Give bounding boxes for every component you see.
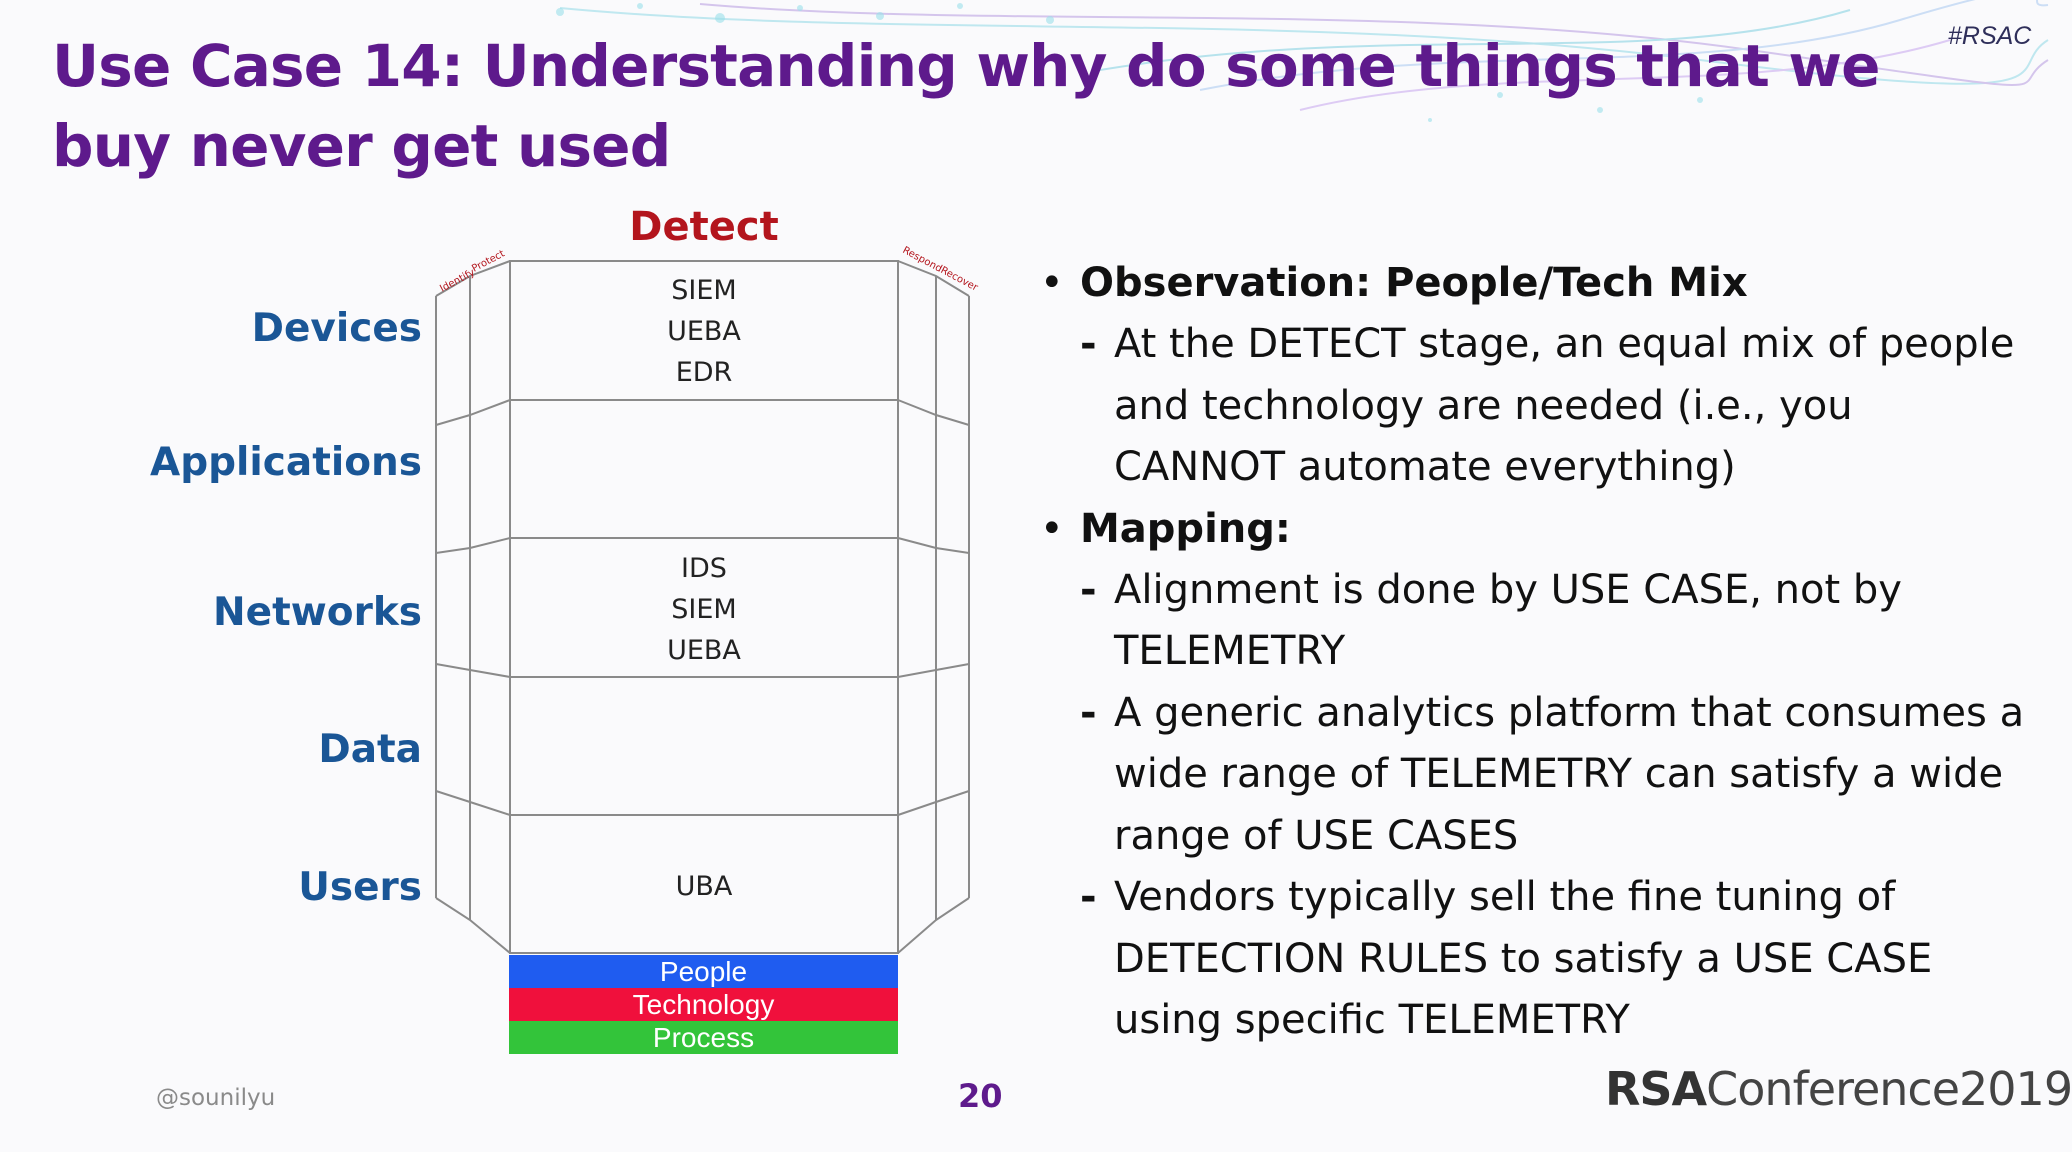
row-label-devices: Devices bbox=[251, 306, 422, 351]
bullet-text: Mapping: bbox=[1080, 505, 1291, 552]
sub-bullet-item: - Vendors typically sell the fine tuning… bbox=[1040, 867, 2030, 1052]
cell-networks-detect: IDS SIEM UEBA bbox=[510, 548, 898, 671]
band-people: People bbox=[509, 955, 898, 988]
cell-item: SIEM bbox=[671, 594, 737, 625]
cell-item: EDR bbox=[675, 357, 733, 388]
hashtag: #RSAC bbox=[1948, 22, 2032, 50]
cell-devices-detect: SIEM UEBA EDR bbox=[510, 270, 898, 393]
sub-bullet-text: Alignment is done by USE CASE, not by TE… bbox=[1114, 566, 1902, 675]
row-label-users: Users bbox=[298, 865, 422, 910]
bullet-item: • Mapping: bbox=[1040, 499, 2030, 560]
dash-marker: - bbox=[1080, 689, 1097, 736]
dash-marker: - bbox=[1080, 874, 1097, 920]
rsa-conference-logo: RSAConference2019 bbox=[1605, 1062, 2072, 1116]
sub-bullet-text: At the DETECT stage, an equal mix of peo… bbox=[1114, 321, 2015, 490]
cell-item: UBA bbox=[675, 871, 733, 902]
sub-bullet-text: A generic analytics platform that consum… bbox=[1114, 689, 2025, 859]
row-label-data: Data bbox=[318, 727, 422, 772]
cell-users-detect: UBA bbox=[510, 866, 898, 907]
dash-marker: - bbox=[1080, 566, 1097, 613]
side-label-protect: Protect bbox=[470, 248, 506, 274]
cell-item: SIEM bbox=[671, 275, 737, 306]
band-process: Process bbox=[509, 1021, 898, 1054]
header-swirl-decoration bbox=[556, 0, 2049, 122]
sub-bullet-text: Vendors typically sell the fine tuning o… bbox=[1114, 874, 1933, 1043]
cell-item: UEBA bbox=[667, 635, 741, 666]
bullet-dot: • bbox=[1040, 505, 1064, 552]
row-label-applications: Applications bbox=[150, 440, 422, 485]
bullet-item: • Observation: People/Tech Mix bbox=[1040, 253, 2030, 314]
dash-marker: - bbox=[1080, 321, 1097, 367]
logo-conference: Conference2019 bbox=[1706, 1062, 2072, 1116]
cell-item: IDS bbox=[681, 553, 727, 584]
logo-rsa: RSA bbox=[1605, 1062, 1707, 1116]
author-handle: @sounilyu bbox=[156, 1085, 276, 1111]
cell-item: UEBA bbox=[667, 316, 741, 347]
page-number: 20 bbox=[958, 1077, 1003, 1115]
slide-title: Use Case 14: Understanding why do some t… bbox=[52, 32, 1881, 180]
bullet-dot: • bbox=[1040, 260, 1064, 306]
side-label-identify: Identify bbox=[438, 267, 477, 294]
row-label-networks: Networks bbox=[213, 590, 422, 635]
sub-bullet-item: - At the DETECT stage, an equal mix of p… bbox=[1040, 314, 2030, 499]
sub-bullet-item: - A generic analytics platform that cons… bbox=[1040, 683, 2030, 868]
sub-bullet-item: - Alignment is done by USE CASE, not by … bbox=[1040, 560, 2030, 683]
band-technology: Technology bbox=[509, 988, 898, 1021]
bullet-list: • Observation: People/Tech Mix - At the … bbox=[1040, 253, 2030, 1052]
detect-column-title: Detect bbox=[629, 204, 779, 250]
bullet-text: Observation: People/Tech Mix bbox=[1080, 260, 1748, 306]
